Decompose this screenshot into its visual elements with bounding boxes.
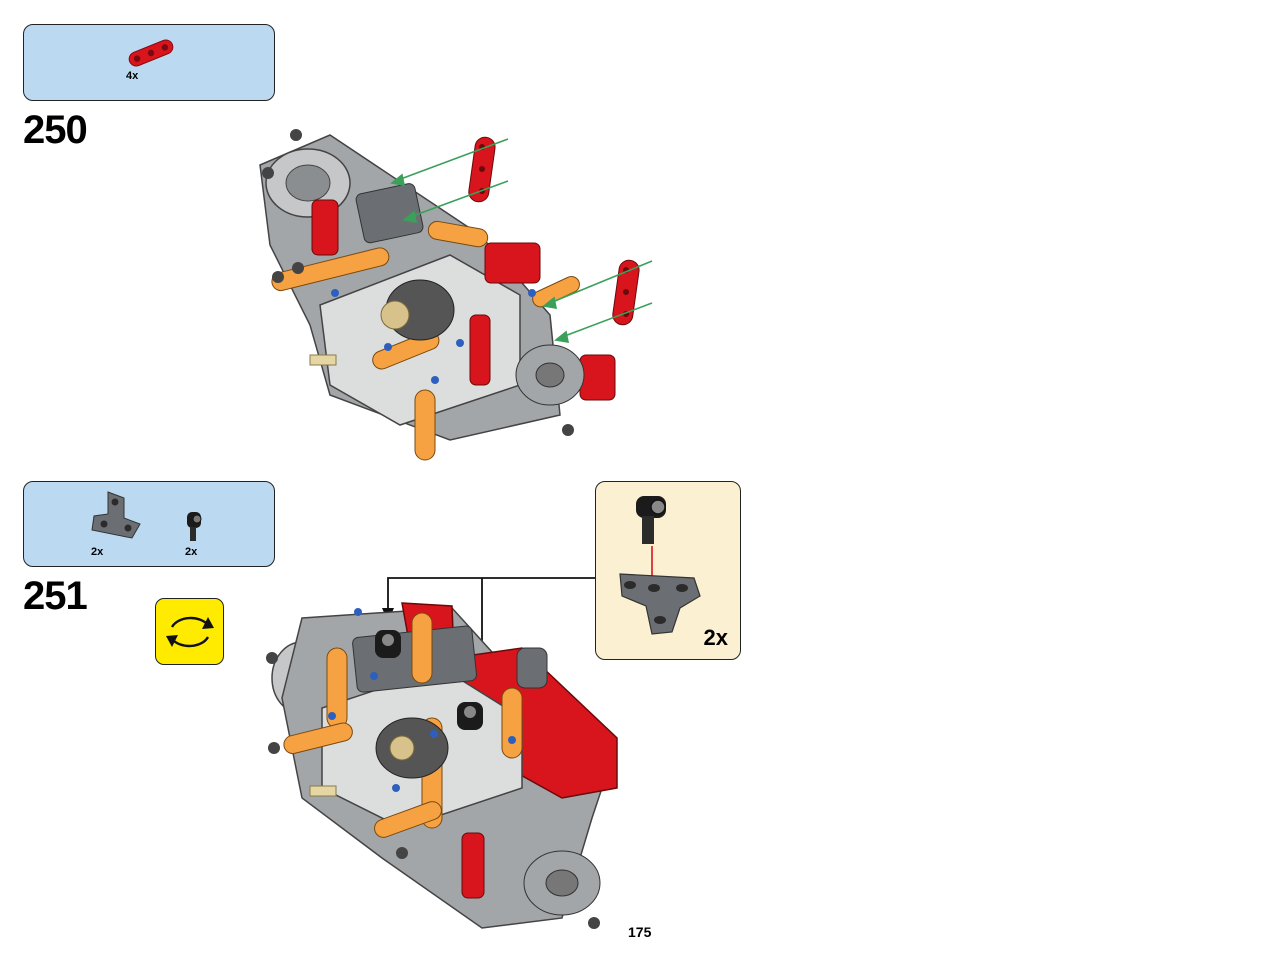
- black-pin-connector-part-icon: [187, 512, 202, 541]
- rotate-model-icon: [166, 616, 214, 648]
- rotate-model-box: [155, 598, 224, 665]
- parts-list-step-251: 2x 2x: [23, 481, 275, 567]
- page-number: 175: [628, 924, 652, 940]
- part-quantity: 2x: [91, 546, 104, 558]
- callout-quantity: 2x: [703, 625, 728, 650]
- red-beam-part-icon: [128, 39, 174, 67]
- step-number-250: 250: [23, 108, 88, 152]
- callout-illustration: [619, 496, 701, 635]
- dark-gray-t-beam-part-icon: [91, 491, 141, 539]
- part-quantity: 4x: [126, 70, 139, 82]
- step-number-251: 251: [23, 574, 88, 618]
- step-250-assembly-illustration: [259, 129, 653, 461]
- part-quantity: 2x: [185, 546, 198, 558]
- parts-list-step-250: 4x: [23, 24, 275, 101]
- sub-assembly-callout: 2x: [595, 481, 741, 660]
- step-251-assembly-illustration: [266, 602, 618, 929]
